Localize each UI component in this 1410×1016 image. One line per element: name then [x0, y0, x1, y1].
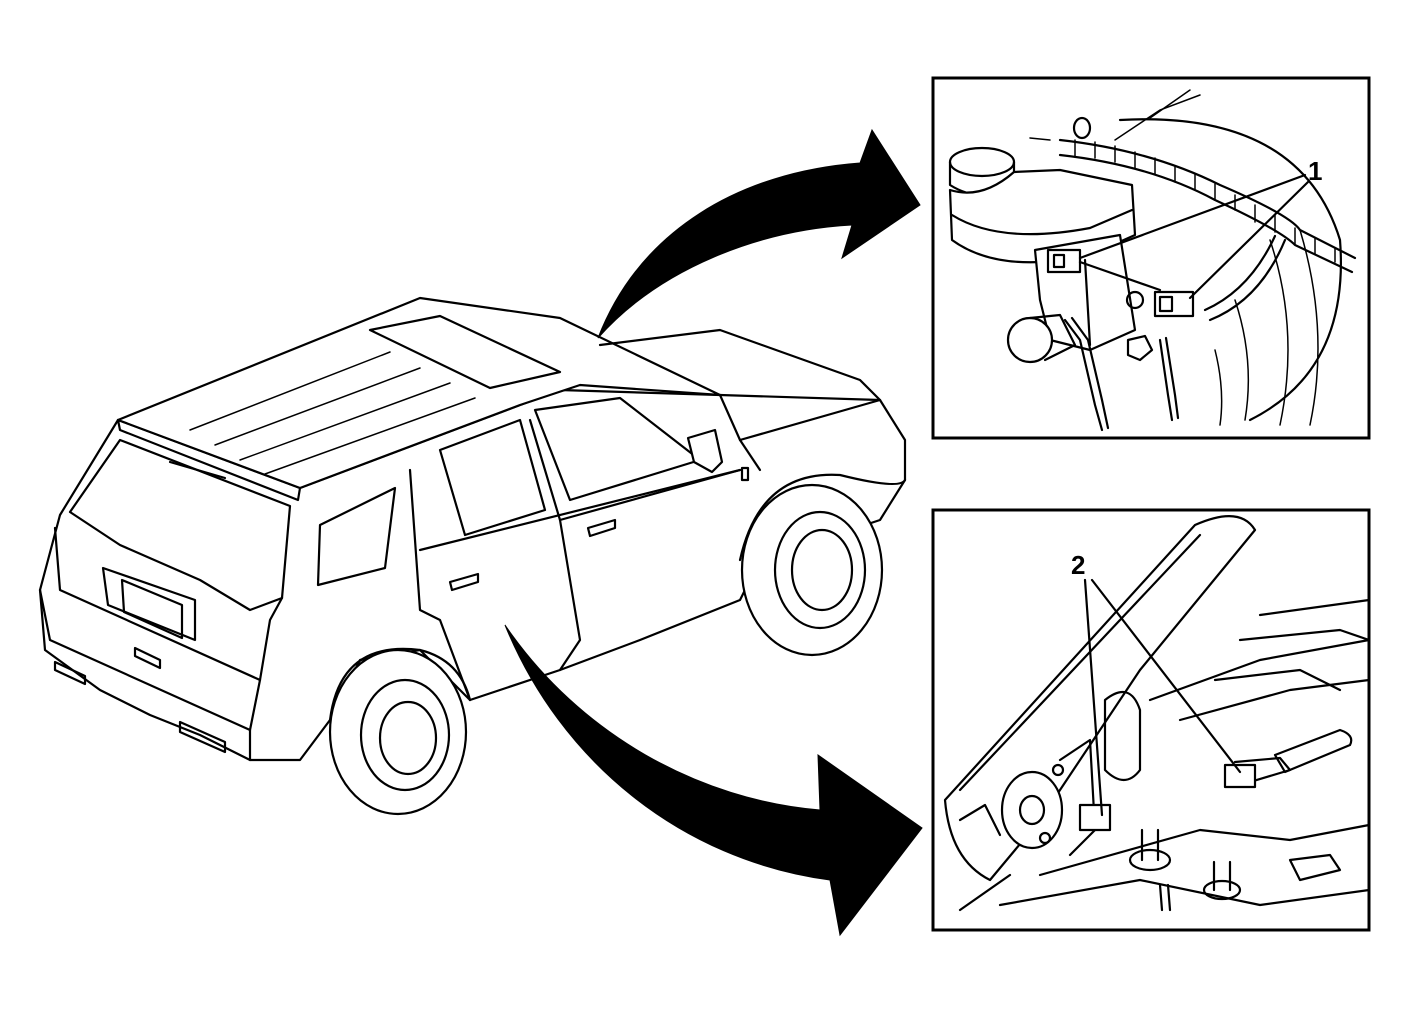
vehicle-illustration — [38, 296, 907, 816]
callout-label-2: 2 — [1071, 550, 1086, 580]
lower-detail-inset — [931, 508, 1371, 932]
callout-label-1: 1 — [1308, 156, 1323, 186]
arrow-to-upper-detail — [597, 128, 921, 339]
arrow-to-lower-detail — [504, 624, 923, 937]
upper-detail-inset — [931, 76, 1371, 440]
